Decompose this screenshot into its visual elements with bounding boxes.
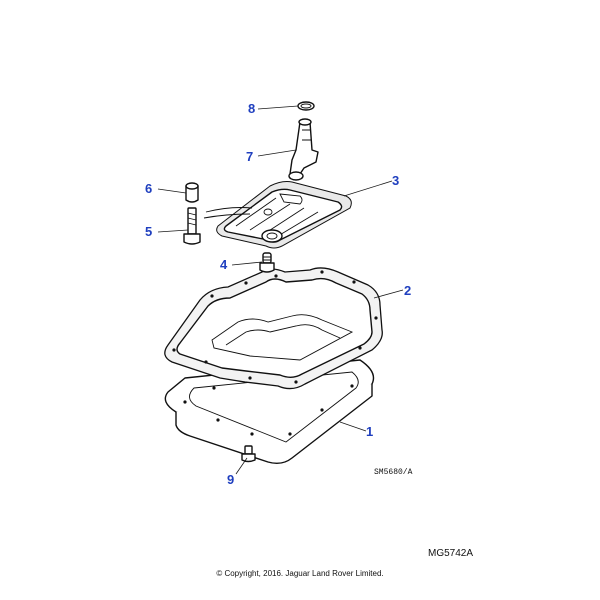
pan-magnet: [259, 252, 275, 273]
callout-5: 5: [145, 224, 152, 239]
callout-3: 3: [392, 173, 399, 188]
filter-bolt: [183, 207, 201, 245]
leader-lines: [157, 105, 404, 475]
callout-6: 6: [145, 181, 152, 196]
callout-4: 4: [220, 257, 228, 272]
fill-tube: [288, 118, 319, 181]
callouts: 8 7 3 6 5 4 2 1 9: [145, 101, 411, 487]
copyright-notice: © Copyright, 2016. Jaguar Land Rover Lim…: [216, 569, 383, 578]
callout-1: 1: [366, 424, 373, 439]
drawing-reference: SM5680/A: [374, 468, 413, 477]
drain-bolt: [241, 445, 256, 463]
oil-pan-gasket: [164, 267, 383, 390]
callout-8: 8: [248, 101, 255, 116]
figure-code: MG5742A: [428, 548, 473, 559]
callout-2: 2: [404, 283, 411, 298]
callout-7: 7: [246, 149, 253, 164]
oil-pan: [164, 359, 375, 465]
spacer-sleeve: [185, 182, 199, 203]
callout-9: 9: [227, 472, 234, 487]
seal-ring: [297, 101, 315, 111]
oil-filter: [203, 181, 352, 249]
